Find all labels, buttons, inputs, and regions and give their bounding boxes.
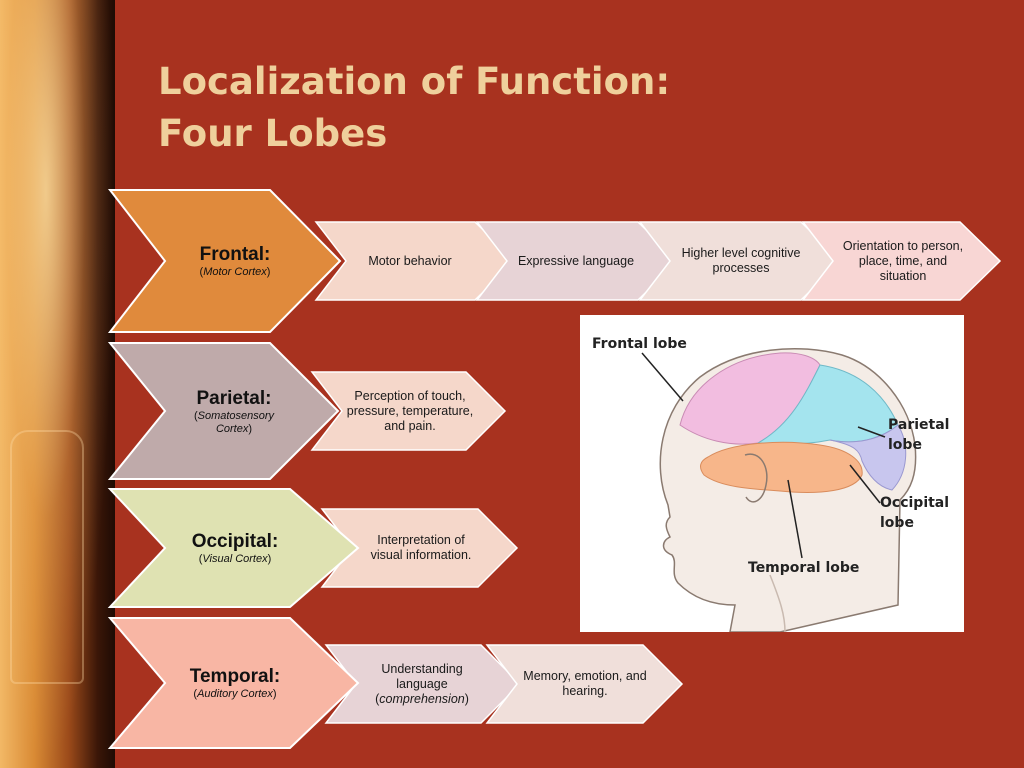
temporal-item-2: Memory, emotion, and hearing. [523, 669, 647, 698]
frontal-item-1: Motor behavior [368, 253, 452, 268]
frontal-cortex: (Motor Cortex) [199, 266, 271, 278]
occipital-name: Occipital: [191, 531, 279, 552]
occipital-header: Occipital: (Visual Cortex) [165, 518, 305, 578]
temporal-item-1: Understanding language (comprehension) [375, 661, 469, 706]
brain-lobes-diagram: Frontal lobe Parietal lobe Occipital lob… [580, 315, 964, 633]
temporal-cortex: (Auditory Cortex) [193, 688, 277, 700]
brain-illustration: Frontal lobe Parietal lobe Occipital lob… [592, 336, 949, 633]
frontal-header: Frontal: (Motor Cortex) [160, 230, 310, 292]
background-glass [10, 430, 84, 684]
parietal-name: Parietal: [196, 387, 272, 409]
ear-shape [744, 453, 768, 503]
frontal-lobe-label: Frontal lobe [592, 336, 687, 352]
frontal-chevron-3 [638, 221, 843, 301]
temporal-chevron-2 [485, 644, 684, 724]
parietal-header: Parietal: (Somatosensory Cortex) [160, 380, 308, 442]
temporal-name: Temporal: [189, 666, 281, 687]
occipital-lobe-shape [829, 424, 907, 491]
parietal-item-1: Perception of touch, pressure, temperatu… [346, 388, 474, 433]
occipital-main-chevron [107, 488, 360, 608]
occipital-item-1: Interpretation of visual information. [370, 533, 472, 562]
occipital-cortex: (Visual Cortex) [198, 553, 272, 565]
occipital-lobe-label-2: lobe [880, 515, 914, 531]
parietal-lobe-label-1: Parietal [888, 417, 949, 433]
temporal-header: Temporal: (Auditory Cortex) [165, 653, 305, 713]
occipital-lobe-label-1: Occipital [880, 495, 949, 511]
frontal-item-3: Higher level cognitive processes [681, 246, 801, 275]
title-line-2: Four Lobes [158, 112, 388, 155]
frontal-chevron-2 [475, 221, 680, 301]
frontal-chevron-4 [801, 221, 1002, 301]
parietal-lobe-label-2: lobe [888, 437, 922, 453]
frontal-item-2: Expressive language [517, 253, 635, 268]
frontal-name: Frontal: [199, 244, 271, 265]
frontal-main-chevron [107, 189, 342, 333]
frontal-item-4: Orientation to person, place, time, and … [842, 238, 964, 283]
temporal-lobe-label: Temporal lobe [748, 560, 859, 576]
background-glow [0, 0, 115, 768]
slide-title: Localization of Function: Four Lobes [158, 56, 670, 160]
frontal-chevron-1 [314, 221, 517, 301]
parietal-cortex: (Somatosensory Cortex) [193, 409, 275, 435]
title-line-1: Localization of Function: [158, 60, 671, 103]
parietal-main-chevron [107, 342, 340, 480]
parietal-chevron-1 [310, 371, 507, 451]
temporal-lobe-shape [700, 441, 863, 493]
temporal-main-chevron [107, 617, 360, 749]
